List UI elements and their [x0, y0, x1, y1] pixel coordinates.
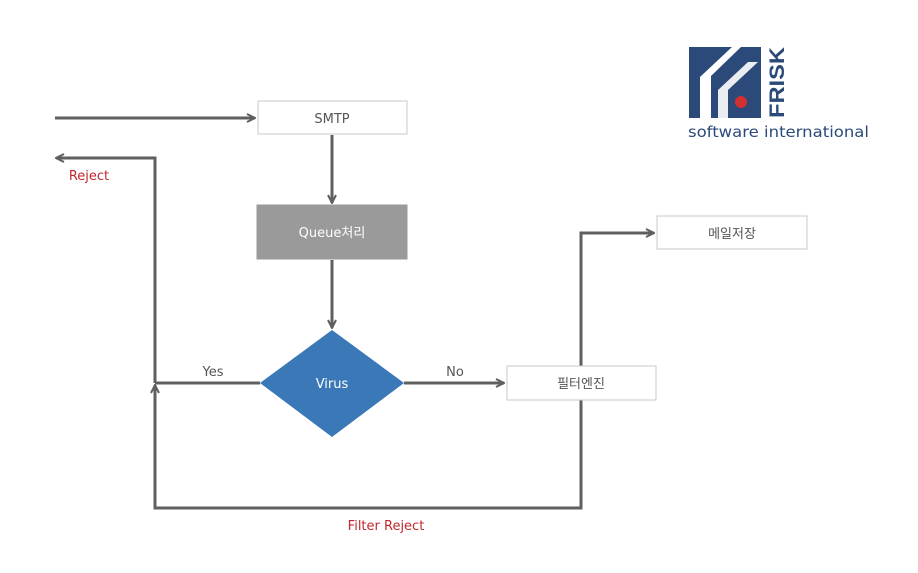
smtp-node: SMTP — [257, 100, 408, 135]
filter-engine-node: 필터엔진 — [506, 365, 657, 401]
yes-label: Yes — [202, 365, 224, 380]
logo-mark-stripe — [700, 47, 741, 118]
virus-label: Virus — [316, 377, 349, 392]
logo-brand: FRISK — [766, 47, 789, 118]
filter-to-store-arrow — [579, 233, 654, 366]
mail-store-node: 메일저장 — [656, 215, 808, 250]
logo-mark-stripe-2 — [718, 62, 758, 118]
filter-engine-label: 필터엔진 — [557, 377, 605, 392]
reject-arrow — [56, 158, 157, 383]
filter-reject-label: Filter Reject — [348, 519, 425, 534]
logo-tagline: software international — [688, 123, 869, 141]
queue-label: Queue처리 — [299, 226, 366, 241]
frisk-logo: FRISK software international — [688, 47, 869, 141]
virus-decision: Virus — [260, 330, 404, 437]
mail-store-label: 메일저장 — [708, 227, 756, 242]
connectors — [55, 118, 654, 510]
queue-node: Queue처리 — [256, 204, 408, 260]
logo-red-dot — [735, 96, 747, 108]
no-label: No — [446, 365, 464, 380]
filter-reject-line — [155, 385, 583, 510]
smtp-label: SMTP — [314, 112, 349, 127]
reject-label: Reject — [69, 169, 109, 184]
